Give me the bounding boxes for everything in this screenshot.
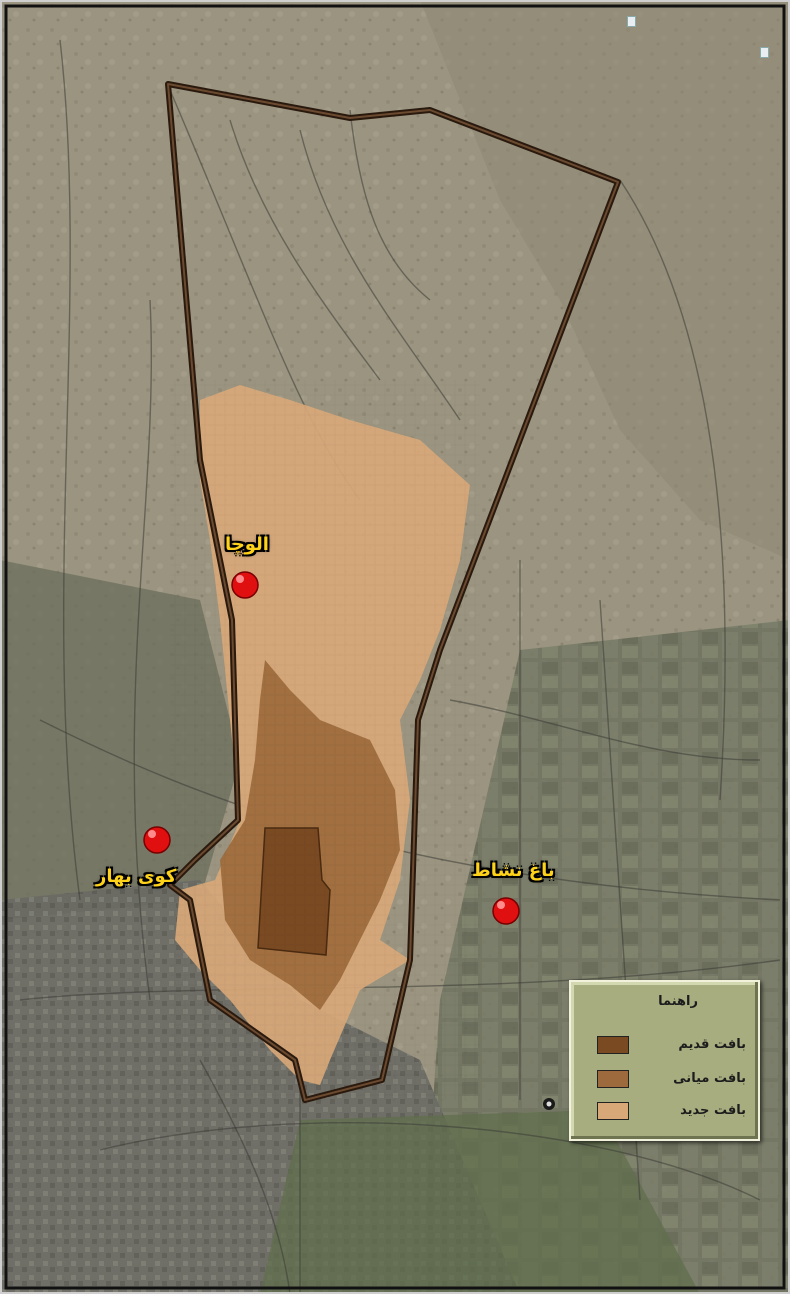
legend-swatch-new <box>597 1102 629 1120</box>
legend-label-middle: بافت میانی <box>673 1071 746 1086</box>
map-border <box>4 4 786 1290</box>
marker-alucha[interactable] <box>231 571 259 599</box>
map-pin-icon <box>236 575 244 583</box>
compass-icon <box>543 1098 555 1110</box>
marker-bagh-neshat[interactable] <box>492 897 520 925</box>
place-label-alucha: الوچا <box>225 534 269 555</box>
legend-item-middle-fabric: بافت میانی <box>571 1070 758 1092</box>
city-boundary-highlight <box>167 83 619 1101</box>
small-square-icon <box>627 16 636 27</box>
legend-title: راهنما <box>658 994 698 1009</box>
legend-item-new-fabric: بافت جدید <box>571 1102 758 1124</box>
legend-swatch-middle <box>597 1070 629 1088</box>
marker-kuy-bahar[interactable] <box>143 826 171 854</box>
map-pin-icon <box>497 901 505 909</box>
legend-label-old: بافت قدیم <box>678 1037 746 1052</box>
place-label-kuy-bahar: کوی بهار <box>96 866 177 887</box>
legend-swatch-old <box>597 1036 629 1054</box>
legend-label-new: بافت جدید <box>680 1103 746 1118</box>
small-square-icon <box>760 47 769 58</box>
place-label-bagh-neshat: باغ نشاط <box>472 860 555 881</box>
zone-grain <box>170 380 480 1100</box>
terrain-green-south <box>260 1110 700 1294</box>
map-pin-icon <box>148 830 156 838</box>
legend-item-old-fabric: بافت قدیم <box>571 1036 758 1058</box>
map-legend: راهنما بافت قدیم بافت میانی بافت جدید <box>569 980 760 1141</box>
